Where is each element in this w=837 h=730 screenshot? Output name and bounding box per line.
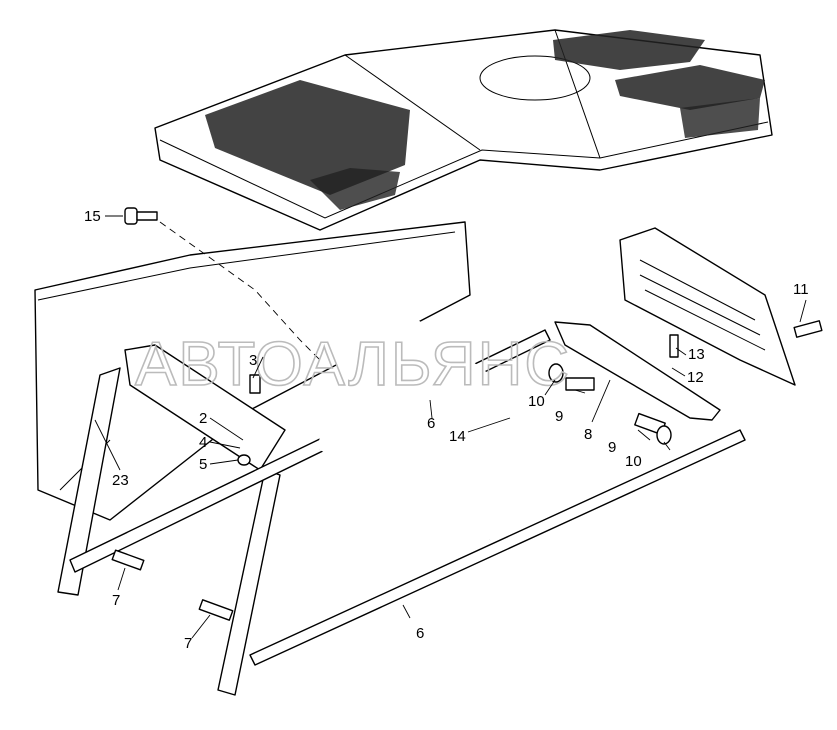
callout-23: 23 bbox=[112, 472, 129, 489]
roll-bar bbox=[317, 299, 520, 541]
callout-7-left: 7 bbox=[112, 592, 120, 609]
callout-5: 5 bbox=[199, 456, 207, 473]
callout-3: 3 bbox=[249, 352, 257, 369]
callout-15: 15 bbox=[84, 208, 101, 225]
callout-6-top: 6 bbox=[427, 415, 435, 432]
nut-5 bbox=[237, 454, 251, 466]
callout-13: 13 bbox=[688, 346, 705, 363]
washer-10-lower bbox=[656, 425, 672, 445]
callout-10-upper: 10 bbox=[528, 393, 545, 410]
callout-12: 12 bbox=[687, 369, 704, 386]
vent-grille-right bbox=[553, 30, 765, 138]
leader-lines bbox=[94, 215, 807, 639]
bolt-15 bbox=[124, 207, 158, 225]
bolt-7-left bbox=[111, 549, 145, 571]
bolt-9-upper bbox=[565, 377, 595, 391]
vent-grille-left bbox=[205, 80, 410, 210]
callout-14: 14 bbox=[449, 428, 466, 445]
callout-7-bottom: 7 bbox=[184, 635, 192, 652]
callout-9-lower: 9 bbox=[608, 439, 616, 456]
bolt-7-bottom bbox=[198, 599, 234, 621]
watermark: АВТОАЛЬЯНС bbox=[135, 330, 571, 399]
callout-2: 2 bbox=[199, 410, 207, 427]
callouts: 15 3 2 4 5 23 7 7 6 14 6 10 9 8 9 10 13 … bbox=[84, 208, 809, 652]
callout-8: 8 bbox=[584, 426, 592, 443]
roof-panel bbox=[154, 29, 773, 231]
callout-4: 4 bbox=[199, 434, 207, 451]
bolt-13 bbox=[669, 334, 679, 358]
bolt-11 bbox=[793, 320, 823, 338]
bolt-3 bbox=[249, 374, 261, 394]
callout-11: 11 bbox=[793, 281, 809, 298]
right-bracket bbox=[554, 321, 721, 421]
rear-grille bbox=[619, 227, 796, 386]
callout-10-lower: 10 bbox=[625, 453, 642, 470]
callout-6-bottom: 6 bbox=[416, 625, 424, 642]
washer-10-upper bbox=[548, 363, 564, 383]
callout-9-upper: 9 bbox=[555, 408, 563, 425]
